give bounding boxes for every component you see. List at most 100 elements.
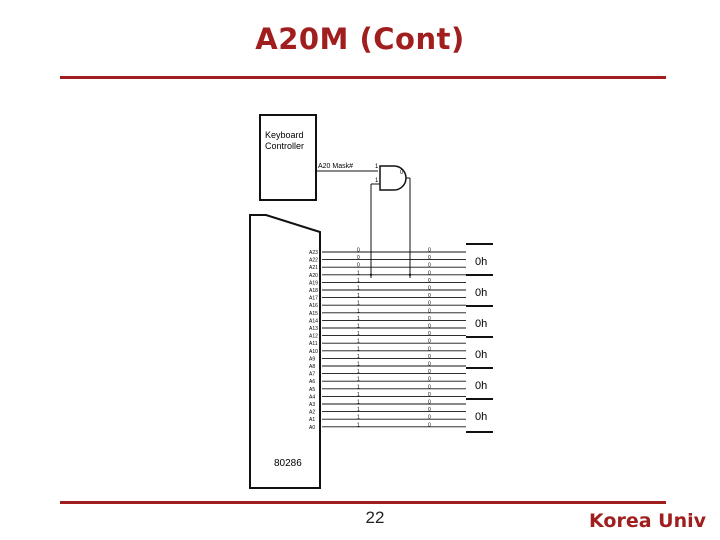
address-line-label: A11 xyxy=(309,341,318,347)
address-line-label: A7 xyxy=(309,372,315,378)
left-bit: 0 xyxy=(357,263,360,269)
left-bit: 1 xyxy=(357,331,360,337)
left-bit: 0 xyxy=(357,248,360,254)
address-line-label: A12 xyxy=(309,334,318,340)
gate-input-2: 1 xyxy=(375,178,379,184)
left-bit: 1 xyxy=(357,278,360,284)
address-line-label: A5 xyxy=(309,387,315,393)
address-line-label: A1 xyxy=(309,417,315,423)
address-line-label: A0 xyxy=(309,425,315,431)
bus-row: A17 1 0 xyxy=(309,293,466,302)
right-bit: 0 xyxy=(428,392,431,398)
right-bit: 0 xyxy=(428,377,431,383)
address-line-label: A15 xyxy=(309,311,318,317)
right-bit: 0 xyxy=(428,263,431,269)
hex-group-label: 0h xyxy=(475,411,487,423)
hex-group: 0h xyxy=(466,305,493,330)
and-gate xyxy=(379,165,407,191)
left-bit: 1 xyxy=(357,354,360,360)
left-bit: 1 xyxy=(357,293,360,299)
right-bit: 0 xyxy=(428,301,431,307)
hex-group-label: 0h xyxy=(475,380,487,392)
right-bit: 0 xyxy=(428,369,431,375)
slide-title: A20M (Cont) xyxy=(255,22,465,56)
address-line-label: A17 xyxy=(309,296,318,302)
hex-group: 0h xyxy=(466,398,493,423)
right-bit: 0 xyxy=(428,415,431,421)
right-bit: 0 xyxy=(428,270,431,276)
hex-group: 0h xyxy=(466,367,493,392)
right-bit: 0 xyxy=(428,407,431,413)
left-bit: 1 xyxy=(357,415,360,421)
address-line-label: A20 xyxy=(309,273,318,279)
left-bit: 0 xyxy=(357,255,360,261)
address-line-label: A18 xyxy=(309,288,318,294)
hex-group: 0h xyxy=(466,336,493,361)
hex-group-label: 0h xyxy=(475,256,487,268)
address-line-label: A9 xyxy=(309,356,315,362)
hex-group-label: 0h xyxy=(475,318,487,330)
bus-row: A19 1 0 xyxy=(309,278,466,286)
left-bit: 1 xyxy=(357,286,360,292)
hex-group-label: 0h xyxy=(475,349,487,361)
address-line-label: A4 xyxy=(309,394,315,400)
left-bit: 1 xyxy=(357,346,360,352)
mask-signal-label: A20 Mask# xyxy=(318,163,353,170)
bus-row: A21 0 0 xyxy=(309,263,466,271)
right-bit: 0 xyxy=(428,339,431,345)
address-line-label: A8 xyxy=(309,364,315,370)
left-bit: 1 xyxy=(357,369,360,375)
right-bit: 0 xyxy=(428,316,431,322)
bus-row: A11 1 0 xyxy=(309,339,466,347)
right-bit: 0 xyxy=(428,346,431,352)
left-bit: 1 xyxy=(357,407,360,413)
right-bit: 0 xyxy=(428,278,431,284)
footer-divider xyxy=(60,501,666,504)
right-bit: 0 xyxy=(428,255,431,261)
left-bit: 1 xyxy=(357,422,360,428)
address-line-label: A22 xyxy=(309,258,318,264)
left-bit: 1 xyxy=(357,270,360,276)
left-bit: 1 xyxy=(357,377,360,383)
address-line-label: A13 xyxy=(309,326,318,332)
bus-row: A0 1 0 xyxy=(309,422,466,431)
address-line-label: A19 xyxy=(309,280,318,286)
bus-row: A4 1 0 xyxy=(309,392,466,400)
cpu-80286-box xyxy=(249,214,321,489)
bus-row: A20 1 0 xyxy=(309,270,466,279)
right-bit: 0 xyxy=(428,293,431,299)
left-bit: 1 xyxy=(357,316,360,322)
address-line-label: A21 xyxy=(309,265,318,271)
left-bit: 1 xyxy=(357,301,360,307)
address-line-label: A14 xyxy=(309,318,318,324)
left-bit: 1 xyxy=(357,400,360,406)
left-bit: 1 xyxy=(357,339,360,345)
page-number: 22 xyxy=(365,508,385,527)
right-bit: 0 xyxy=(428,248,431,254)
left-bit: 1 xyxy=(357,392,360,398)
bus-row: A8 1 0 xyxy=(309,362,466,370)
right-bit: 0 xyxy=(428,422,431,428)
hex-group: 0h xyxy=(466,274,493,299)
right-bit: 0 xyxy=(428,362,431,368)
bus-row: A9 1 0 xyxy=(309,354,466,362)
bus-row: A14 1 0 xyxy=(309,316,466,324)
left-bit: 1 xyxy=(357,362,360,368)
right-bit: 0 xyxy=(428,324,431,330)
address-line-label: A3 xyxy=(309,402,315,408)
address-line-label: A23 xyxy=(309,250,318,256)
right-bit: 0 xyxy=(428,286,431,292)
right-bit: 0 xyxy=(428,354,431,360)
right-bit: 0 xyxy=(428,308,431,314)
keyboard-controller-label-2: Controller xyxy=(265,141,304,151)
bus-row: A18 1 0 xyxy=(309,286,466,294)
bus-row: A23 0 0 xyxy=(309,248,466,256)
